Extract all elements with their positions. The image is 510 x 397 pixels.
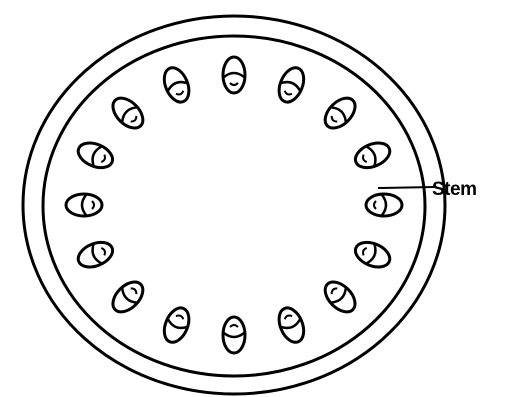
vascular-bundles	[66, 57, 402, 353]
stem-pointer-line	[378, 187, 434, 188]
vascular-bundle	[352, 138, 394, 172]
vascular-bundle	[223, 317, 245, 353]
vascular-bundle	[274, 304, 308, 346]
vascular-bundle	[160, 64, 194, 106]
vascular-bundle	[107, 93, 148, 134]
vascular-bundle	[274, 64, 308, 106]
vascular-bundle	[66, 194, 102, 216]
vascular-bundle	[75, 238, 117, 272]
vascular-bundle	[352, 238, 394, 272]
vascular-bundle	[366, 194, 402, 216]
stem-label: Stem	[432, 179, 476, 200]
vascular-bundle	[107, 276, 148, 317]
vascular-bundle	[223, 57, 245, 93]
vascular-bundle	[320, 276, 361, 317]
vascular-bundle	[160, 304, 194, 346]
vascular-bundle	[75, 138, 117, 172]
vascular-bundle	[320, 93, 361, 134]
